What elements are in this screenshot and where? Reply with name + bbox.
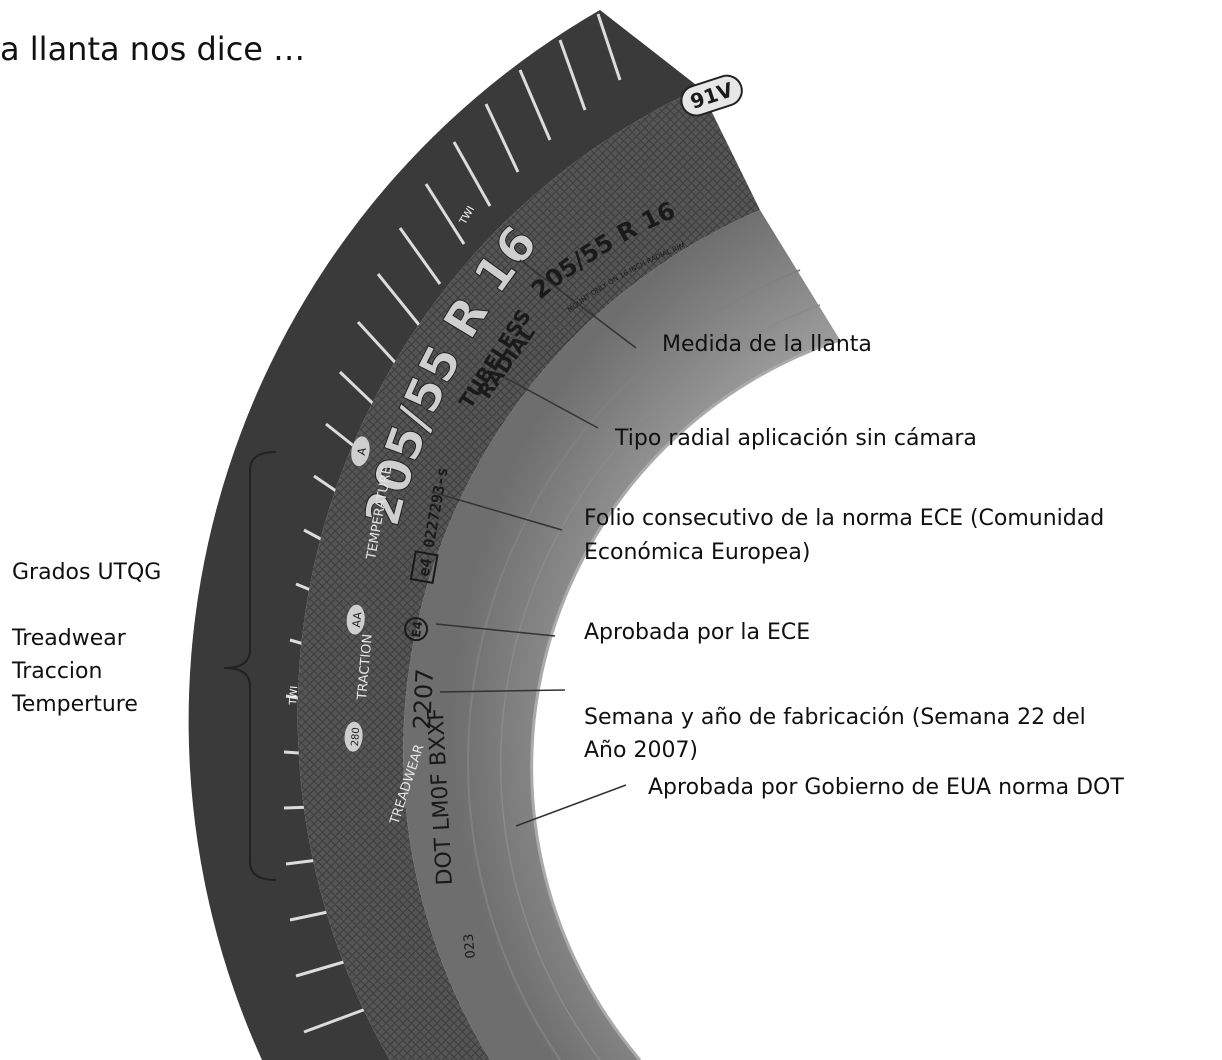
annotation-type: Tipo radial aplicación sin cámara — [615, 426, 977, 451]
ece-circle-mark: E4 — [409, 620, 425, 638]
utqg-legend: Grados UTQG Treadwear Traccion Tempertur… — [12, 556, 161, 721]
leader-size — [519, 259, 637, 349]
date-code: 2207 — [408, 668, 439, 730]
leader-lines — [431, 259, 637, 827]
annotation-folio-line2: Económica Europea) — [584, 540, 811, 565]
leader-dot — [515, 784, 627, 827]
twi-marker-bottom: TWI — [288, 686, 300, 707]
ece-box-mark: e4 — [415, 557, 436, 578]
annotation-ece: Aprobada por la ECE — [584, 620, 811, 645]
utqg-item-temperture: Temperture — [12, 692, 138, 717]
utqg-heading: Grados UTQG — [12, 560, 162, 585]
annotation-dot: Aprobada por Gobierno de EUA norma DOT — [648, 775, 1124, 800]
leader-week — [439, 689, 566, 693]
traction-grade: AA — [350, 611, 364, 628]
traction-label: TRACTION — [355, 633, 376, 701]
leader-ece — [435, 623, 556, 637]
annotation-week-line1: Semana y año de fabricación (Semana 22 d… — [584, 705, 1086, 730]
annotation-size: Medida de la llanta — [662, 332, 872, 357]
tire-sector — [188, 10, 841, 1060]
annotation-week-line2: Año 2007) — [584, 738, 699, 763]
utqg-item-traccion: Traccion — [12, 659, 103, 684]
utqg-item-treadwear: Treadwear — [12, 626, 126, 651]
leader-folio — [431, 491, 563, 531]
utqg-bracket — [223, 451, 277, 881]
temperature-grade: A — [355, 446, 369, 456]
plant-code: 023 — [461, 933, 479, 959]
page-title: a llanta nos dice … — [0, 30, 306, 68]
treadwear-grade: 280 — [350, 727, 362, 747]
leader-type — [505, 377, 599, 429]
annotation-folio-line1: Folio consecutivo de la norma ECE (Comun… — [584, 506, 1105, 531]
